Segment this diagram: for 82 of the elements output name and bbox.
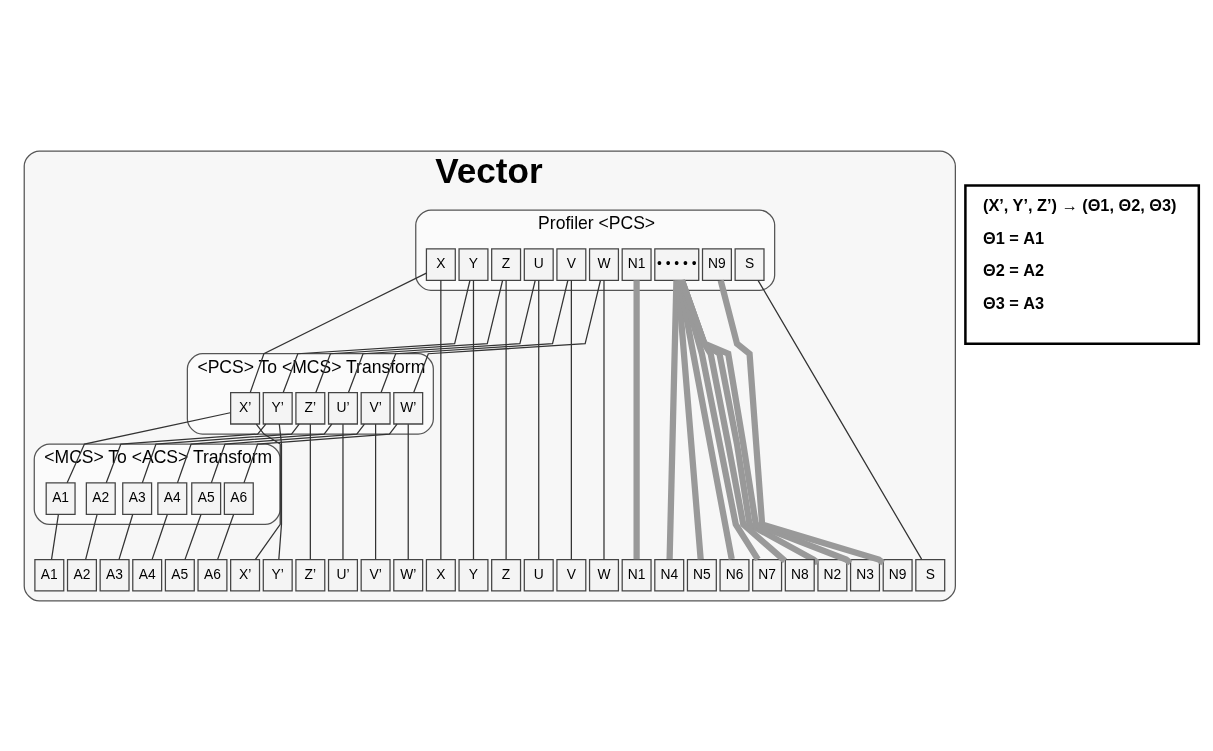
node-box: X’ xyxy=(230,391,261,425)
connector xyxy=(676,279,735,560)
connector xyxy=(217,513,235,560)
node-box: A2 xyxy=(85,481,116,515)
node-box: N9 xyxy=(882,558,913,592)
node-box: Y xyxy=(458,558,489,592)
node-box: V xyxy=(556,558,587,592)
connector xyxy=(757,279,923,560)
node-box: W’ xyxy=(393,558,424,592)
node-box: Z’ xyxy=(295,391,326,425)
connector xyxy=(440,279,442,560)
node-box: A5 xyxy=(164,558,195,592)
node-box: • • • • • xyxy=(654,247,700,281)
connector xyxy=(603,279,605,560)
connector xyxy=(243,422,398,483)
node-box: (X’, Y’, Z’) → (Θ1, Θ2, Θ3) Θ1 = A1 Θ2 = A2 Θ3 = A3 xyxy=(964,183,1201,345)
node-box: A1 xyxy=(34,558,65,592)
node-box: W xyxy=(588,558,620,592)
connector xyxy=(254,422,281,560)
node-box: Z xyxy=(491,558,522,592)
connector xyxy=(413,279,602,393)
node-box: U’ xyxy=(327,391,359,425)
connector xyxy=(210,422,366,483)
connector xyxy=(184,513,202,560)
node-box: A5 xyxy=(191,481,222,515)
node-box: N6 xyxy=(719,558,750,592)
node-box: A4 xyxy=(157,481,188,515)
connector xyxy=(347,279,536,393)
node-box: X’ xyxy=(230,558,261,592)
connector xyxy=(315,279,504,393)
connector xyxy=(151,513,168,560)
node-box: N3 xyxy=(849,558,881,592)
node-box: W’ xyxy=(393,391,424,425)
node-box: Y’ xyxy=(262,391,293,425)
node-box: A1 xyxy=(45,481,76,515)
node-box: N4 xyxy=(654,558,685,592)
connector xyxy=(380,279,569,393)
node-box: A3 xyxy=(99,558,130,592)
node-box: N1 xyxy=(621,558,652,592)
connector xyxy=(249,271,427,393)
connector xyxy=(309,423,311,560)
node-box: V’ xyxy=(360,558,391,592)
connector xyxy=(50,513,59,560)
node-box: Y’ xyxy=(262,558,293,592)
node-box: V xyxy=(556,247,587,281)
node-box: A2 xyxy=(66,558,97,592)
node-box: N2 xyxy=(817,558,848,592)
node-box: U’ xyxy=(327,558,359,592)
node-box: W xyxy=(588,247,620,281)
connector xyxy=(633,279,640,559)
connector xyxy=(570,279,572,560)
connector xyxy=(85,513,98,560)
node-box: X xyxy=(425,558,456,592)
node-box: N1 xyxy=(621,247,652,281)
connector xyxy=(282,279,471,393)
connector xyxy=(505,279,507,560)
node-box: U xyxy=(523,558,554,592)
connector xyxy=(118,513,134,560)
node-box: A4 xyxy=(132,558,163,592)
node-box: X xyxy=(425,247,456,281)
connector xyxy=(666,279,680,559)
node-box: S xyxy=(915,558,946,592)
node-box: N7 xyxy=(752,558,783,592)
connector xyxy=(374,423,377,560)
node-box: Y xyxy=(458,247,489,281)
node-box: U xyxy=(523,247,554,281)
node-box: N9 xyxy=(701,247,732,281)
node-box: Z’ xyxy=(295,558,326,592)
node-box: A6 xyxy=(197,558,228,592)
connector xyxy=(407,423,409,560)
node-box: N5 xyxy=(686,558,717,592)
node-box: Z xyxy=(491,247,522,281)
connector xyxy=(278,422,283,560)
node-box: A3 xyxy=(122,481,153,515)
node-box: N8 xyxy=(784,558,815,592)
connector xyxy=(674,279,704,559)
connector xyxy=(538,279,540,560)
connector xyxy=(472,279,475,560)
node-box: S xyxy=(734,247,765,281)
connector xyxy=(342,423,344,560)
node-box: A6 xyxy=(223,481,254,515)
node-box: V’ xyxy=(360,391,391,425)
